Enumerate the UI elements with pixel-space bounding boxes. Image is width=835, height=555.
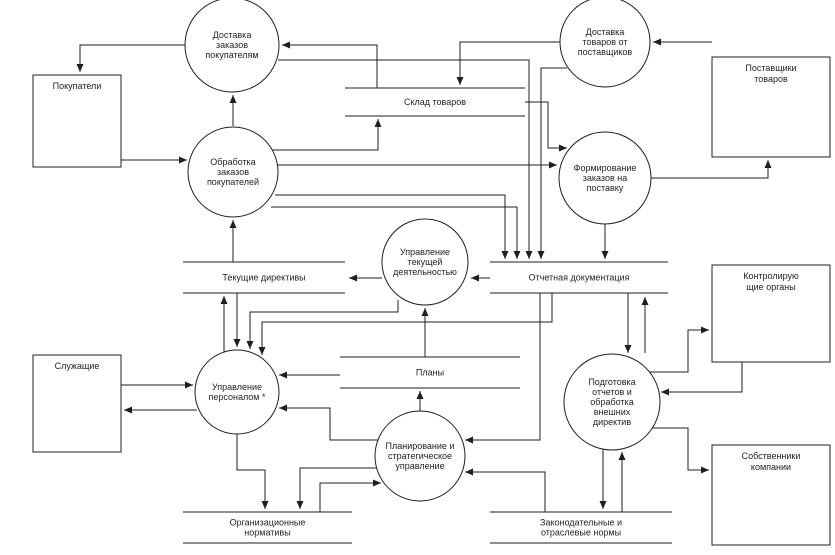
data-flow-arrow-s3-to-p7 <box>465 293 541 444</box>
data-flow-arrow-p7-to-p6 <box>279 404 378 441</box>
process-circle <box>558 131 652 225</box>
data-flow-arrow-p6-to-s5 <box>236 434 269 509</box>
datastore-s2: Текущие директивы <box>183 261 345 294</box>
external-entity-label: Служащие <box>55 361 100 371</box>
process-circle <box>187 126 279 218</box>
process-circle <box>381 218 469 306</box>
data-flow-arrow-p4-to-e2 <box>651 160 772 179</box>
data-flow-arrow-p3-to-s1 <box>456 41 560 85</box>
external-entity-label: Покупатели <box>53 81 102 91</box>
datastore-s4: Планы <box>340 356 520 389</box>
external-entity-box <box>32 74 122 168</box>
datastore-label: Текущие директивы <box>222 273 305 283</box>
data-flow-arrow-p1-to-s3 <box>278 59 533 259</box>
data-flow-arrow-s6-to-p7 <box>465 468 546 512</box>
process-circle <box>374 410 466 502</box>
external-entity-e1: Покупатели <box>32 74 122 168</box>
data-flow-arrow-p3-to-s3 <box>537 67 567 259</box>
data-flow-arrow-s3-to-p6 <box>258 293 553 355</box>
data-flow-arrow-p2-to-s1 <box>271 119 382 151</box>
process-circle <box>563 353 661 451</box>
data-flow-arrow-p8-to-e5 <box>650 427 709 474</box>
process-circle <box>184 0 280 93</box>
datastore-s3: Отчетная документация <box>490 261 668 294</box>
data-flow-arrow-p1-to-e1 <box>76 44 185 72</box>
data-flow-arrow-p2-to-s3 <box>271 206 521 259</box>
datastore-s1: Склад товаров <box>345 87 525 117</box>
external-entity-box <box>711 264 831 363</box>
datastore-label: Планы <box>416 368 444 378</box>
data-flow-arrow-p2-to-s3 <box>275 194 509 259</box>
process-circle <box>194 349 280 435</box>
data-flow-arrows-layer <box>76 38 772 512</box>
process-circle <box>559 0 651 88</box>
data-flow-arrow-s5-to-p7 <box>319 479 381 512</box>
external-entity-box <box>711 444 831 546</box>
datastore-label: Отчетная документация <box>529 273 630 283</box>
datastore-label: Склад товаров <box>404 97 466 107</box>
external-entity-box <box>711 56 831 158</box>
external-entity-e4: Служащие <box>32 354 122 453</box>
data-flow-arrow-p7-to-s5 <box>296 467 377 509</box>
data-flow-arrow-s1-to-p4 <box>525 101 567 152</box>
data-flow-arrow-e3-to-p8 <box>661 362 743 396</box>
data-flow-arrow-p5-to-p6 <box>246 300 399 349</box>
data-flow-arrow-s1-to-p1 <box>282 41 378 88</box>
data-flow-arrow-p8-to-e3 <box>649 326 709 373</box>
external-entity-box <box>32 354 122 453</box>
